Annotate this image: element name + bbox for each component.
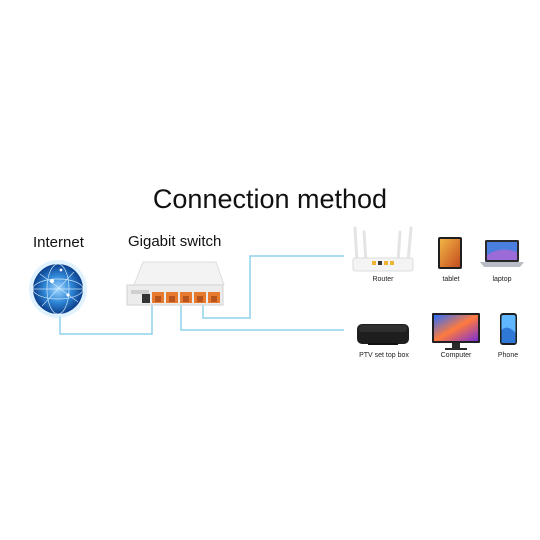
tablet-icon [438,237,462,269]
laptop-icon [480,240,524,267]
cable-router [202,255,344,319]
cables [59,255,344,335]
phone-icon [500,313,517,345]
router-label: Router [372,276,394,283]
gigabit-switch-icon [126,261,225,306]
tablet-label: tablet [442,276,460,283]
switch-label: Gigabit switch [128,233,222,250]
internet-label: Internet [33,234,84,251]
internet-globe-icon [29,260,87,318]
cable-internet [59,300,153,335]
ptv-label: PTV set top box [359,352,409,359]
diagram-title: Connection method [152,184,388,214]
computer-monitor-icon [432,313,480,350]
set-top-box-icon [357,324,409,345]
computer-label: Computer [440,352,472,359]
cable-ptv [180,300,344,331]
laptop-label: laptop [492,276,512,283]
router-icon [352,226,414,272]
phone-label: Phone [497,352,519,359]
